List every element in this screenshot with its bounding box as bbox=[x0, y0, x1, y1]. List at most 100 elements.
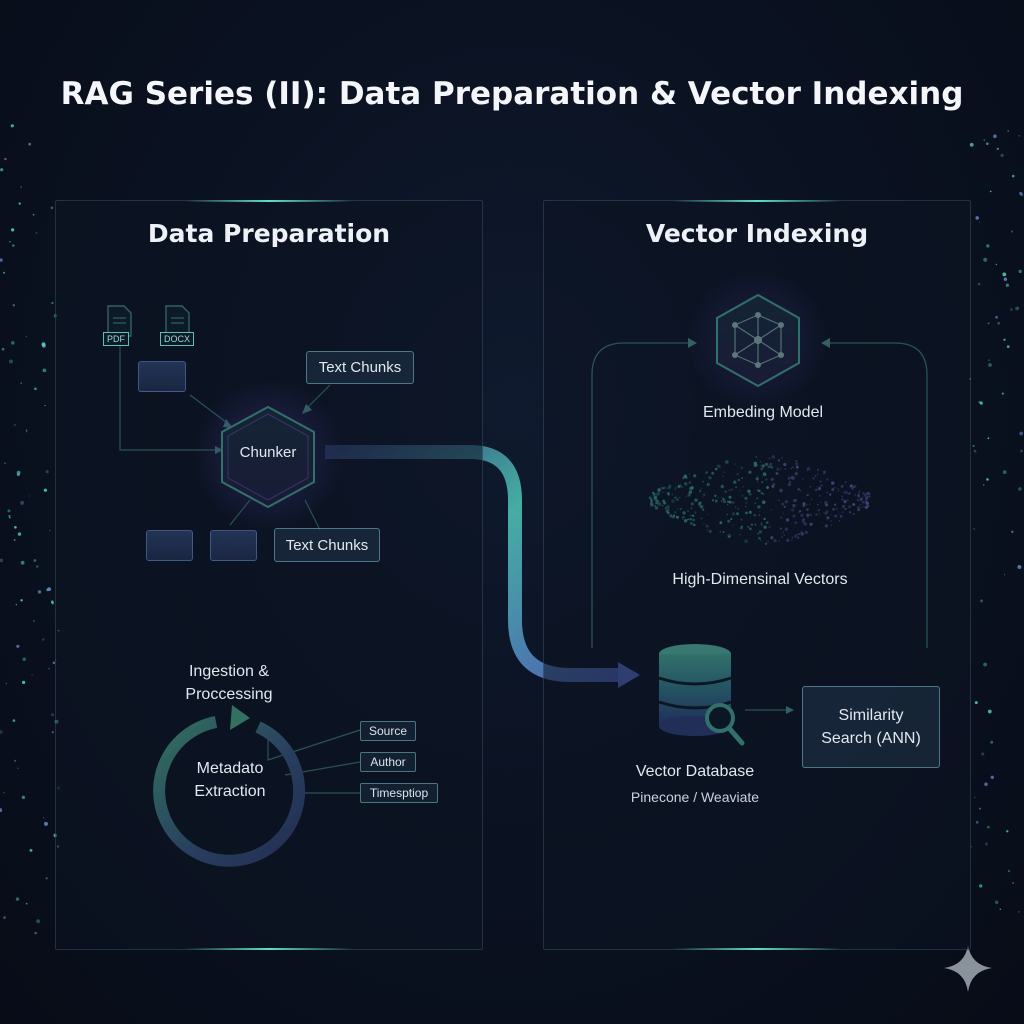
background-particle bbox=[1001, 392, 1005, 395]
background-particle bbox=[20, 500, 25, 505]
background-particle bbox=[0, 558, 4, 563]
background-particle bbox=[4, 462, 6, 464]
background-particle bbox=[51, 301, 54, 305]
background-particle bbox=[42, 638, 45, 641]
background-particle bbox=[1007, 130, 1010, 132]
background-particle bbox=[44, 404, 46, 407]
vector-indexing-panel: Vector Indexing bbox=[543, 200, 971, 950]
background-particle bbox=[34, 387, 37, 391]
background-particle bbox=[11, 228, 15, 232]
background-particle bbox=[22, 680, 26, 685]
similarity-search-box: Similarity Search (ANN) bbox=[802, 686, 940, 768]
metadata-tag-author: Author bbox=[360, 752, 416, 772]
embedding-model-label: Embeding Model bbox=[702, 404, 824, 421]
background-particle bbox=[1019, 431, 1024, 436]
background-particle bbox=[979, 401, 983, 405]
pdf-file-label: PDF bbox=[103, 332, 129, 346]
background-particle bbox=[978, 807, 981, 810]
background-particle bbox=[1019, 191, 1023, 195]
background-particle bbox=[979, 221, 981, 223]
background-particle bbox=[2, 791, 5, 794]
background-particle bbox=[10, 341, 15, 345]
background-particle bbox=[7, 509, 11, 513]
background-particle bbox=[980, 599, 984, 603]
background-particle bbox=[1000, 153, 1004, 158]
background-particle bbox=[1006, 345, 1010, 348]
background-particle bbox=[0, 730, 3, 734]
background-particle bbox=[1018, 487, 1022, 491]
search-magnifier-icon bbox=[705, 703, 745, 745]
background-particle bbox=[17, 767, 19, 770]
pdf-file-icon bbox=[108, 306, 132, 336]
background-particle bbox=[993, 134, 997, 138]
background-particle bbox=[31, 674, 33, 676]
background-particle bbox=[9, 359, 13, 364]
background-particle bbox=[29, 848, 33, 852]
background-particle bbox=[994, 900, 999, 905]
background-particle bbox=[987, 322, 990, 325]
background-particle bbox=[1020, 193, 1024, 197]
background-particle bbox=[1011, 530, 1014, 533]
docx-file-label: DOCX bbox=[160, 332, 195, 346]
background-particle bbox=[5, 682, 8, 685]
background-particle bbox=[20, 186, 23, 188]
background-particle bbox=[37, 590, 42, 594]
background-particle bbox=[43, 817, 45, 819]
background-particle bbox=[49, 529, 51, 532]
background-particle bbox=[1003, 338, 1006, 341]
background-particle bbox=[13, 539, 16, 541]
background-particle bbox=[44, 821, 48, 826]
background-particle bbox=[988, 359, 990, 362]
background-particle bbox=[984, 782, 988, 786]
background-particle bbox=[987, 709, 992, 714]
background-particle bbox=[1017, 307, 1019, 309]
background-particle bbox=[983, 257, 988, 262]
background-particle bbox=[43, 488, 48, 492]
background-particle bbox=[987, 437, 990, 440]
background-particle bbox=[975, 821, 979, 824]
background-particle bbox=[973, 450, 976, 452]
vector-database-subtitle: Pinecone / Weaviate bbox=[630, 789, 760, 805]
background-particle bbox=[14, 759, 17, 762]
background-particle bbox=[999, 908, 1001, 910]
background-particle bbox=[1018, 911, 1020, 913]
background-particle bbox=[986, 142, 989, 145]
background-particle bbox=[987, 825, 990, 829]
background-particle bbox=[3, 916, 6, 919]
background-particle bbox=[48, 668, 50, 670]
background-particle bbox=[984, 842, 988, 846]
background-particle bbox=[3, 271, 6, 274]
background-particle bbox=[986, 478, 989, 481]
background-particle bbox=[15, 604, 17, 606]
background-particle bbox=[972, 445, 975, 447]
background-particle bbox=[12, 719, 16, 722]
background-particle bbox=[983, 662, 987, 667]
text-chunks-top-box: Text Chunks bbox=[306, 351, 414, 384]
chunk-block-1 bbox=[146, 530, 193, 561]
background-particle bbox=[982, 484, 985, 486]
background-particle bbox=[18, 202, 21, 205]
background-particle bbox=[45, 470, 49, 474]
background-particle bbox=[50, 206, 54, 210]
background-particle bbox=[996, 147, 999, 150]
embedding-model-hexagon-icon bbox=[717, 295, 799, 386]
background-particle bbox=[13, 424, 16, 426]
background-particle bbox=[25, 902, 28, 905]
background-particle bbox=[16, 470, 21, 475]
background-particle bbox=[983, 139, 986, 141]
background-particle bbox=[1011, 174, 1015, 178]
background-particle bbox=[1, 347, 5, 351]
background-particle bbox=[50, 713, 55, 717]
background-particle bbox=[45, 877, 48, 880]
background-particle bbox=[41, 342, 46, 347]
background-particle bbox=[42, 368, 47, 373]
background-particle bbox=[36, 919, 41, 924]
vector-database-label: Vector Database bbox=[635, 763, 755, 780]
background-particle bbox=[0, 258, 3, 262]
background-particle bbox=[0, 168, 4, 172]
docx-file-icon bbox=[166, 306, 190, 336]
metadata-extraction-label: Metadato Extraction bbox=[194, 760, 266, 800]
background-particle bbox=[25, 335, 28, 338]
background-particle bbox=[990, 740, 994, 744]
background-particle bbox=[33, 559, 37, 562]
